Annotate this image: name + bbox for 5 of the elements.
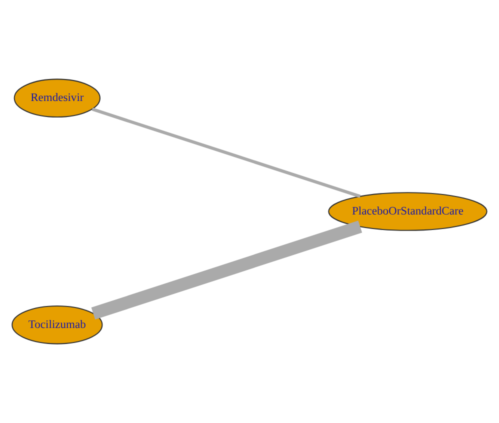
node-ellipse: Remdesivir: [14, 78, 101, 118]
connector: [91, 220, 362, 320]
node-ellipse: PlaceboOrStandardCare: [328, 192, 488, 231]
connector: [92, 108, 361, 198]
node-ellipse: Tocilizumab: [12, 305, 103, 344]
